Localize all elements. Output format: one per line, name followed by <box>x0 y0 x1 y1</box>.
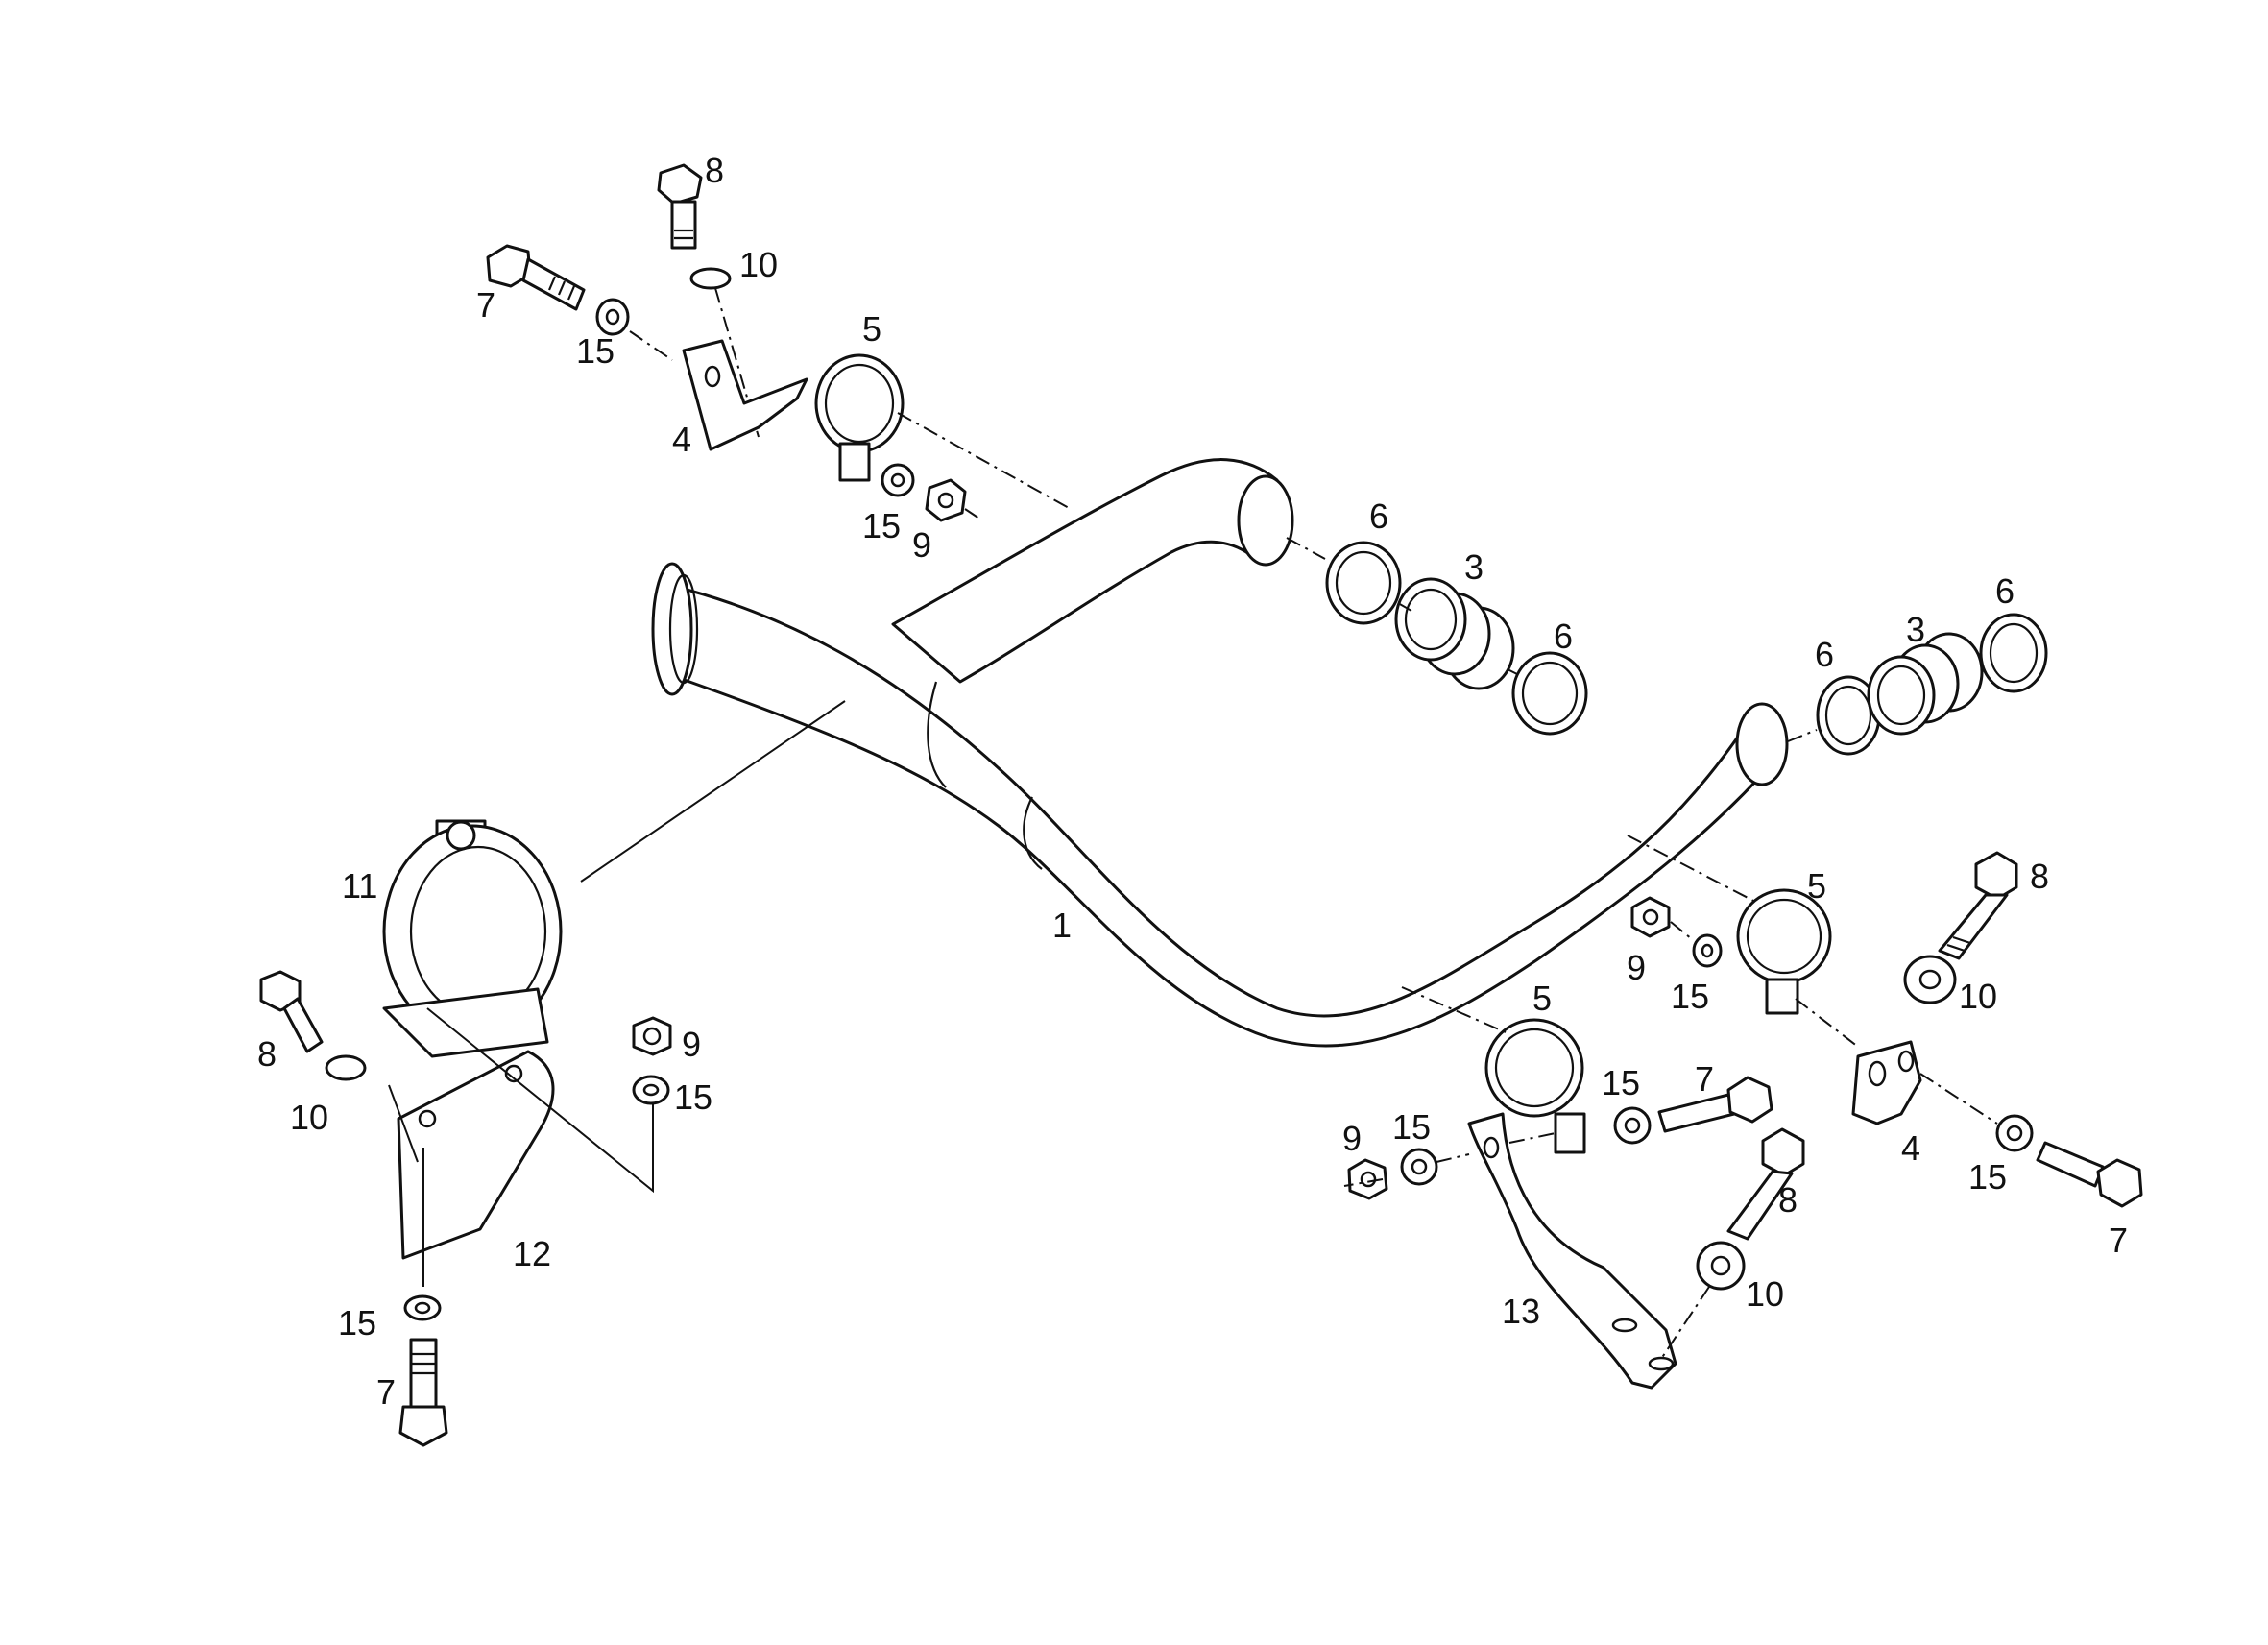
bracket-4-right <box>1851 1040 1922 1125</box>
callout-4a: 4 <box>672 420 691 459</box>
callout-15f: 15 <box>1602 1063 1640 1102</box>
callout-8a: 8 <box>705 151 724 190</box>
callout-7d: 7 <box>2109 1221 2128 1260</box>
seal-ring-6a <box>1325 541 1402 625</box>
washer-10-lower-middle <box>1696 1241 1746 1291</box>
callout-15h: 15 <box>1968 1157 2007 1197</box>
callout-6a: 6 <box>1369 496 1388 536</box>
sleeve-3b <box>1867 632 1984 736</box>
clamp-5-upper <box>814 353 905 482</box>
callout-9b: 9 <box>682 1025 701 1064</box>
callout-8c: 8 <box>2030 857 2049 896</box>
callout-13: 13 <box>1502 1292 1540 1331</box>
washer-15-lower-left-bottom <box>403 1294 442 1321</box>
callout-3a: 3 <box>1464 547 1484 587</box>
bracket-12 <box>397 1050 555 1260</box>
clamp-5-right <box>1736 888 1832 1015</box>
callout-5b: 5 <box>1807 866 1826 906</box>
washer-15-right-bottom <box>1995 1114 2034 1152</box>
seal-ring-6d <box>1979 613 2048 693</box>
callout-5c: 5 <box>1532 979 1552 1018</box>
callout-12: 12 <box>513 1234 551 1273</box>
callout-4b: 4 <box>1901 1128 1920 1168</box>
callout-labels: 1 3 3 4 4 5 5 5 6 6 6 6 7 7 7 7 8 8 8 8 … <box>257 151 2128 1412</box>
sleeve-3a <box>1394 577 1515 690</box>
callout-1: 1 <box>1052 906 1072 945</box>
callout-8b: 8 <box>257 1034 277 1074</box>
seal-ring-6b <box>1511 651 1588 736</box>
washer-15-upper <box>881 463 915 497</box>
leader-bolt-lower-left <box>388 1084 419 1163</box>
callout-7a: 7 <box>476 285 495 325</box>
nut-9-right <box>1630 896 1671 938</box>
washer-10-right <box>1903 955 1957 1004</box>
callout-15e: 15 <box>1671 977 1709 1016</box>
callout-5a: 5 <box>862 309 881 349</box>
callout-6b: 6 <box>1554 617 1573 656</box>
exhaust-y-pipe <box>651 458 1789 1048</box>
callout-10c: 10 <box>1959 977 1997 1016</box>
washer-10-top <box>689 267 732 290</box>
bolt-7-right <box>2036 1141 2143 1208</box>
nut-9-upper <box>925 478 967 522</box>
bolt-8-lower-middle <box>1726 1127 1805 1241</box>
leader-1 <box>580 700 846 883</box>
washer-15-right <box>1692 933 1723 968</box>
washer-15-upper-left <box>595 298 630 336</box>
washer-15-lower-left-right <box>632 1075 670 1105</box>
callout-6d: 6 <box>1995 571 2015 611</box>
bolt-8-top <box>657 163 703 250</box>
bracket-13 <box>1467 1112 1677 1390</box>
callout-15b: 15 <box>862 506 901 545</box>
washer-15-lower-middle-left <box>1400 1148 1438 1186</box>
callout-11: 11 <box>342 866 377 906</box>
axis-upper-clamp <box>897 412 1072 520</box>
axis-right-clamp <box>1627 835 1998 1125</box>
callout-15g: 15 <box>1392 1107 1431 1147</box>
callout-10d: 10 <box>1746 1274 1784 1314</box>
axis-lower-middle <box>1343 986 1710 1360</box>
callout-9d: 9 <box>1342 1119 1362 1158</box>
axis-front-outlet <box>1787 664 1983 742</box>
callout-8d: 8 <box>1778 1180 1798 1220</box>
clamp-5-lower <box>1484 1018 1586 1154</box>
clamp-11 <box>382 819 563 1058</box>
callout-10b: 10 <box>290 1098 328 1137</box>
leader-12 <box>426 1007 654 1194</box>
bolt-8-right <box>1938 851 2018 960</box>
washer-15-lower-middle-right <box>1613 1106 1652 1145</box>
bolt-7-lower-left <box>398 1338 448 1447</box>
callout-10a: 10 <box>739 245 778 284</box>
nut-9-lower-left <box>632 1016 672 1056</box>
callout-15d: 15 <box>338 1303 376 1343</box>
washer-10-lower-left <box>325 1054 367 1081</box>
nut-9-lower-middle <box>1347 1158 1388 1200</box>
callout-9c: 9 <box>1627 948 1646 987</box>
callout-9a: 9 <box>912 525 931 565</box>
bracket-4-upper <box>682 339 808 451</box>
callout-15c: 15 <box>674 1077 712 1117</box>
callout-6c: 6 <box>1815 635 1834 674</box>
callout-7c: 7 <box>1695 1059 1714 1099</box>
axis-rear-outlet <box>1286 537 1518 675</box>
bolt-8-lower-left <box>259 970 324 1053</box>
callout-15a: 15 <box>576 331 615 371</box>
callout-7b: 7 <box>376 1372 396 1412</box>
bolt-7-lower-middle <box>1657 1076 1773 1133</box>
callout-3b: 3 <box>1906 610 1925 649</box>
bolt-7-upper-left <box>486 244 586 311</box>
